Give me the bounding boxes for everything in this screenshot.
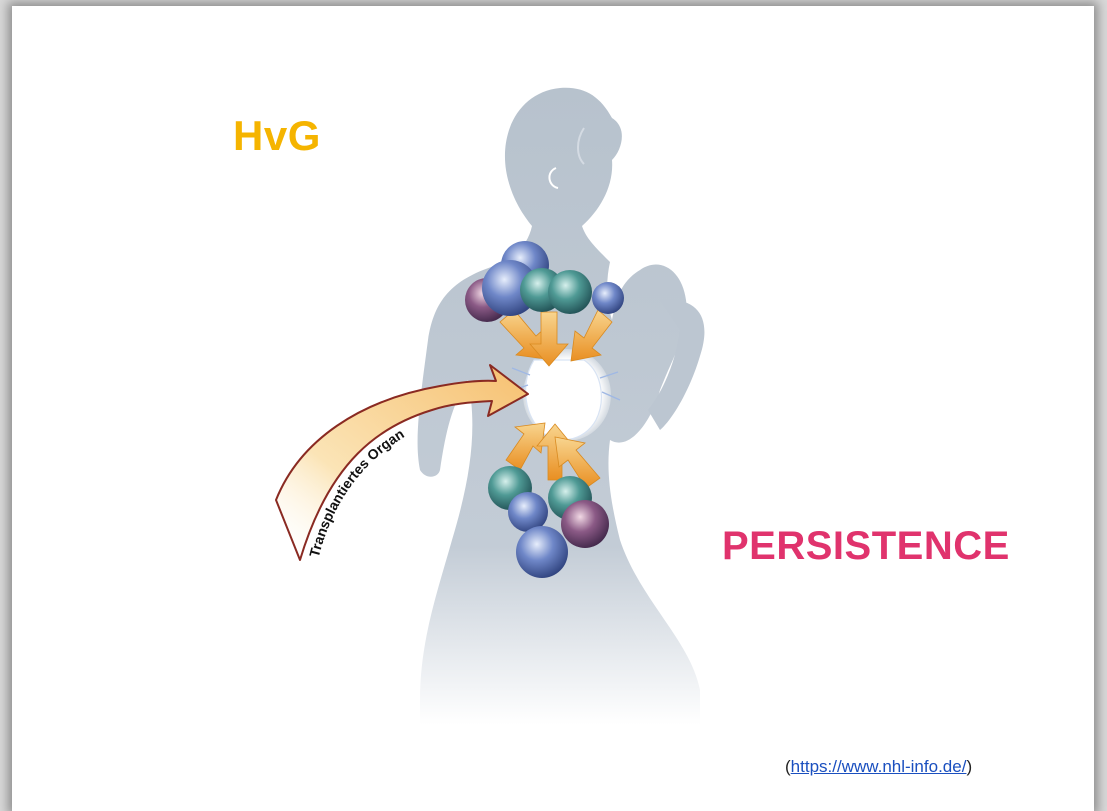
hvg-heading: HvG: [233, 112, 321, 160]
source-link[interactable]: https://www.nhl-info.de/: [791, 757, 967, 776]
source-close-paren: ): [966, 757, 972, 776]
source-citation: (https://www.nhl-info.de/): [785, 757, 972, 777]
persistence-heading: PERSISTENCE: [722, 524, 1010, 569]
